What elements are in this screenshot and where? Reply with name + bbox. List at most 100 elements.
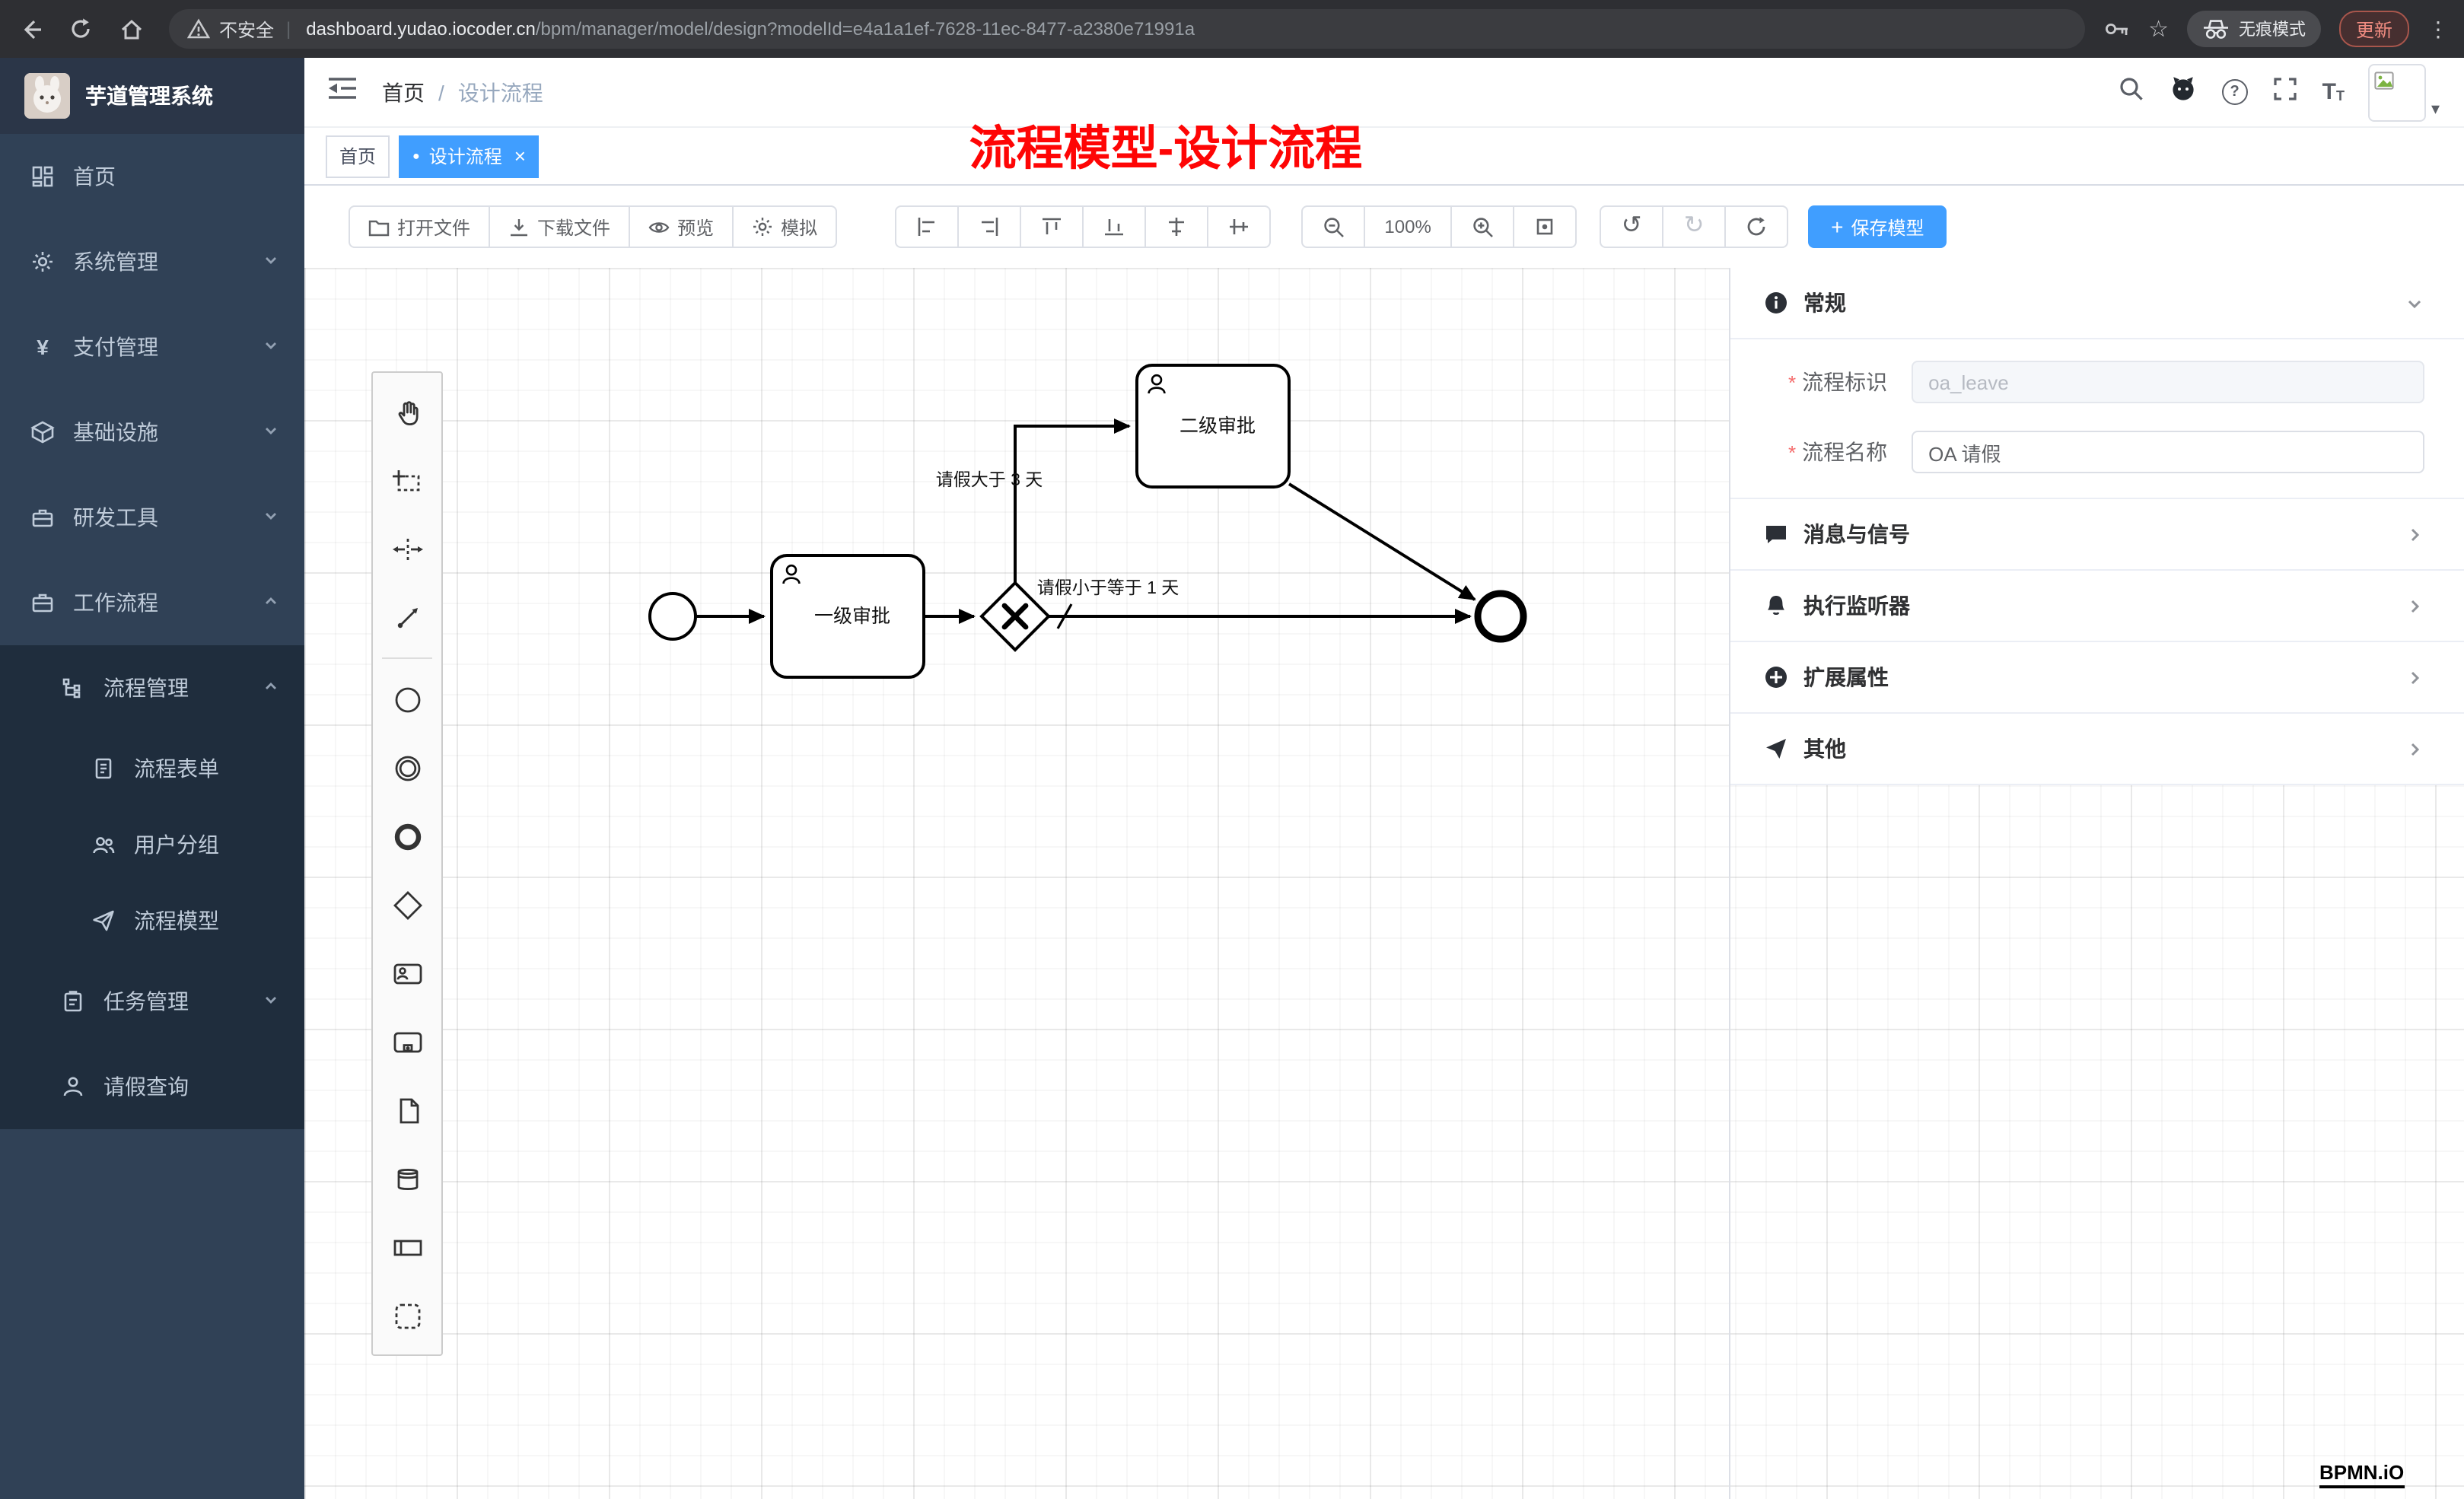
sidebar-item-label: 研发工具 [73, 505, 158, 530]
sidebar-item-task-mgmt[interactable]: 任务管理 [0, 959, 304, 1044]
tab-close-icon[interactable]: × [514, 145, 526, 167]
help-icon[interactable]: ? [2221, 79, 2248, 105]
zoom-in-icon [1472, 217, 1493, 237]
section-listener-header[interactable]: 执行监听器 [1730, 571, 2464, 642]
sidebar-item-process-mgmt[interactable]: 流程管理 [0, 645, 304, 730]
sidebar-item-leave-query[interactable]: 请假查询 [0, 1044, 304, 1129]
bookmark-star-icon[interactable]: ☆ [2148, 16, 2169, 42]
flow-gateway-to-task2[interactable] [1014, 419, 1131, 583]
sidebar-item-system[interactable]: 系统管理 [0, 219, 304, 304]
palette-group[interactable] [373, 1281, 441, 1350]
section-title: 扩展属性 [1803, 665, 1889, 689]
app-logo [24, 73, 70, 119]
open-file-button[interactable]: 打开文件 [349, 205, 491, 248]
sidebar-item-payment[interactable]: ¥ 支付管理 [0, 304, 304, 390]
undo-button[interactable]: ↺ [1600, 205, 1664, 248]
end-event[interactable] [1474, 590, 1527, 643]
plus-icon: + [1831, 215, 1844, 239]
button-label: 打开文件 [397, 217, 471, 238]
user-menu[interactable]: ▾ [2368, 63, 2440, 121]
zoom-in-button[interactable] [1450, 205, 1515, 248]
zoom-out-button[interactable] [1301, 205, 1366, 248]
address-bar[interactable]: 不安全 | dashboard.yudao.iocoder.cn/bpm/man… [169, 9, 2085, 49]
palette-global-connect-tool[interactable] [373, 583, 441, 651]
section-general-header[interactable]: 常规 [1730, 268, 2464, 339]
tab-design-process[interactable]: ● 设计流程 × [399, 135, 540, 177]
palette-gateway[interactable] [373, 870, 441, 939]
palette-participant[interactable] [373, 1213, 441, 1281]
sidebar-item-label: 系统管理 [73, 250, 158, 274]
hand-icon [397, 400, 418, 425]
broken-image-icon [2375, 71, 2395, 89]
start-event[interactable] [648, 592, 697, 641]
align-left-button[interactable] [895, 205, 960, 248]
palette-start-event[interactable] [373, 665, 441, 734]
sidebar-item-devtools[interactable]: 研发工具 [0, 475, 304, 560]
process-name-input[interactable] [1912, 431, 2424, 473]
user-task-2[interactable]: 二级审批 [1135, 364, 1291, 489]
user-task-1[interactable]: 一级审批 [770, 554, 925, 679]
download-file-button[interactable]: 下载文件 [489, 205, 631, 248]
palette-data-object[interactable] [373, 1076, 441, 1144]
app-logo-row[interactable]: 芋道管理系统 [0, 58, 304, 134]
zoom-level: 100% [1364, 205, 1453, 248]
fullscreen-button[interactable] [2272, 75, 2298, 109]
zoom-reset-button[interactable] [1513, 205, 1577, 248]
sidebar-item-home[interactable]: 首页 [0, 134, 304, 219]
bpmn-io-logo[interactable]: BPMN.iO [2319, 1461, 2405, 1488]
save-model-button[interactable]: + 保存模型 [1808, 205, 1947, 248]
form-row-process-key: * 流程标识 [1788, 361, 2424, 403]
section-other-header[interactable]: 其他 [1730, 714, 2464, 785]
yen-icon: ¥ [37, 335, 49, 359]
sidebar-item-workflow[interactable]: 工作流程 [0, 560, 304, 645]
align-top-button[interactable] [1020, 205, 1084, 248]
align-bottom-button[interactable] [1082, 205, 1147, 248]
palette-lasso-tool[interactable] [373, 446, 441, 514]
condition-label: 请假大于 3 天 [936, 469, 1043, 489]
palette-space-tool[interactable] [373, 514, 441, 583]
palette-user-task[interactable] [373, 939, 441, 1007]
align-center-vertical-button[interactable] [1207, 205, 1272, 248]
github-link[interactable] [2169, 75, 2198, 110]
align-center-horizontal-button[interactable] [1144, 205, 1209, 248]
key-icon[interactable] [2103, 17, 2130, 41]
user-icon [1148, 374, 1166, 394]
user-icon [782, 564, 801, 584]
palette-end-event[interactable] [373, 802, 441, 870]
browser-back-button[interactable] [11, 9, 50, 49]
process-key-input [1912, 361, 2424, 403]
palette-intermediate-event[interactable] [373, 734, 441, 802]
sidebar-item-infra[interactable]: 基础设施 [0, 390, 304, 475]
sidebar-item-process-model[interactable]: 流程模型 [0, 883, 304, 959]
palette-subprocess[interactable] [373, 1007, 441, 1076]
palette-data-store[interactable] [373, 1144, 441, 1213]
sidebar-collapse-button[interactable] [327, 75, 358, 110]
browser-home-button[interactable] [111, 9, 151, 49]
restart-button[interactable] [1724, 205, 1789, 248]
align-right-icon [982, 218, 998, 236]
preview-button[interactable]: 预览 [629, 205, 734, 248]
section-message-header[interactable]: 消息与信号 [1730, 499, 2464, 571]
section-extension-header[interactable]: 扩展属性 [1730, 642, 2464, 714]
tab-home[interactable]: 首页 [326, 135, 390, 177]
header-search-button[interactable] [2119, 75, 2144, 109]
sidebar-item-process-form[interactable]: 流程表单 [0, 730, 304, 807]
simulate-button[interactable]: 模拟 [732, 205, 838, 248]
warning-icon [187, 18, 210, 39]
undo-icon: ↺ [1621, 213, 1642, 239]
flow-task2-to-end[interactable] [1288, 482, 1476, 601]
browser-menu-icon[interactable]: ⋮ [2427, 17, 2449, 41]
browser-reload-button[interactable] [61, 9, 100, 49]
breadcrumb-home[interactable]: 首页 [382, 80, 425, 104]
incognito-badge: 无痕模式 [2186, 11, 2321, 47]
align-right-button[interactable] [957, 205, 1022, 248]
sidebar-item-user-group[interactable]: 用户分组 [0, 807, 304, 883]
palette-hand-tool[interactable] [373, 377, 441, 446]
redo-button[interactable]: ↻ [1662, 205, 1727, 248]
exclusive-gateway[interactable] [979, 581, 1051, 652]
reload-icon [72, 18, 90, 38]
palette-separator [382, 657, 432, 659]
browser-update-button[interactable]: 更新 [2338, 11, 2409, 47]
